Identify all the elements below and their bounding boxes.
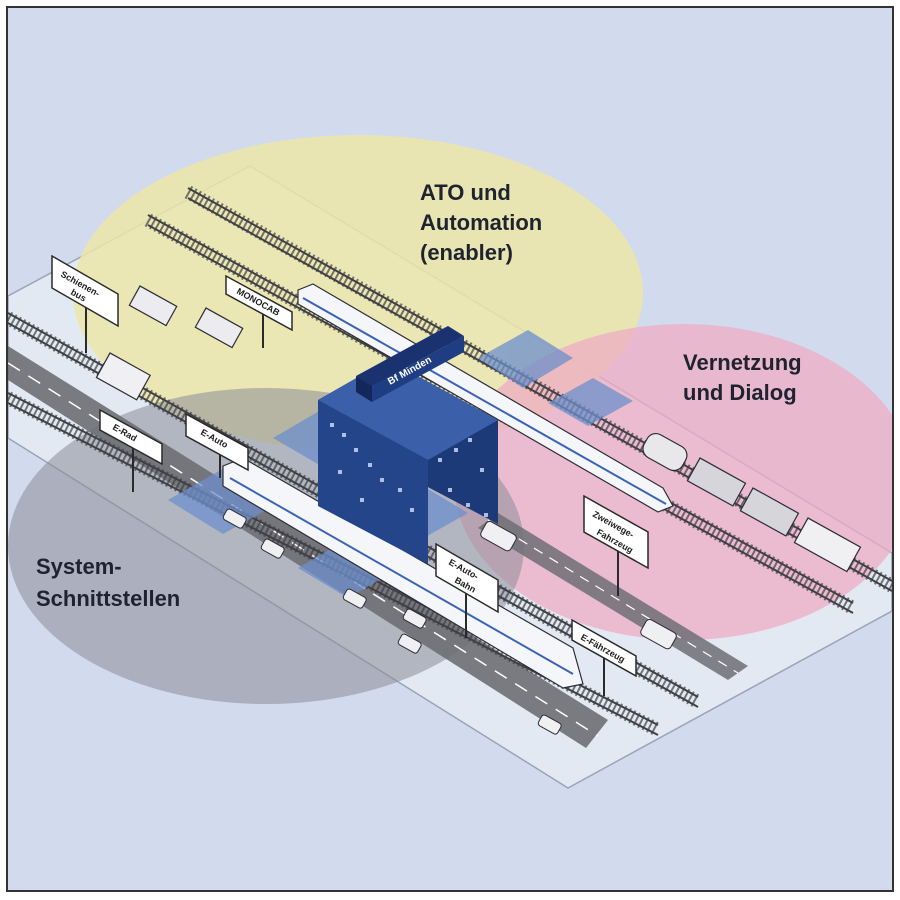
diagram-frame: Bf Minden Schienen- bus MONOCAB E-Rad (6, 6, 894, 892)
freight-train (642, 432, 862, 573)
cars (222, 508, 677, 735)
zone-system-line2: Schnittstellen (36, 586, 180, 611)
zone-ato-line2: Automation (420, 210, 542, 235)
zone-vernetzung-line1: Vernetzung (683, 350, 802, 375)
zone-ato-line1: ATO und (420, 180, 511, 205)
zone-vernetzung-label: Vernetzung und Dialog (683, 350, 802, 405)
schienenbus-vehicles (95, 285, 244, 401)
sign-e-rad: E-Rad (99, 408, 163, 492)
zone-system-line1: System- (36, 554, 122, 579)
mobility-illustration: Bf Minden Schienen- bus MONOCAB E-Rad (8, 135, 892, 789)
zone-ato-line3: (enabler) (420, 240, 513, 265)
zone-system-label: System- Schnittstellen (36, 554, 180, 611)
zone-vernetzung-line2: und Dialog (683, 380, 797, 405)
ice-train-top (297, 283, 674, 513)
zone-ato-label: ATO und Automation (enabler) (420, 180, 542, 265)
road-right-center-line (487, 519, 739, 674)
